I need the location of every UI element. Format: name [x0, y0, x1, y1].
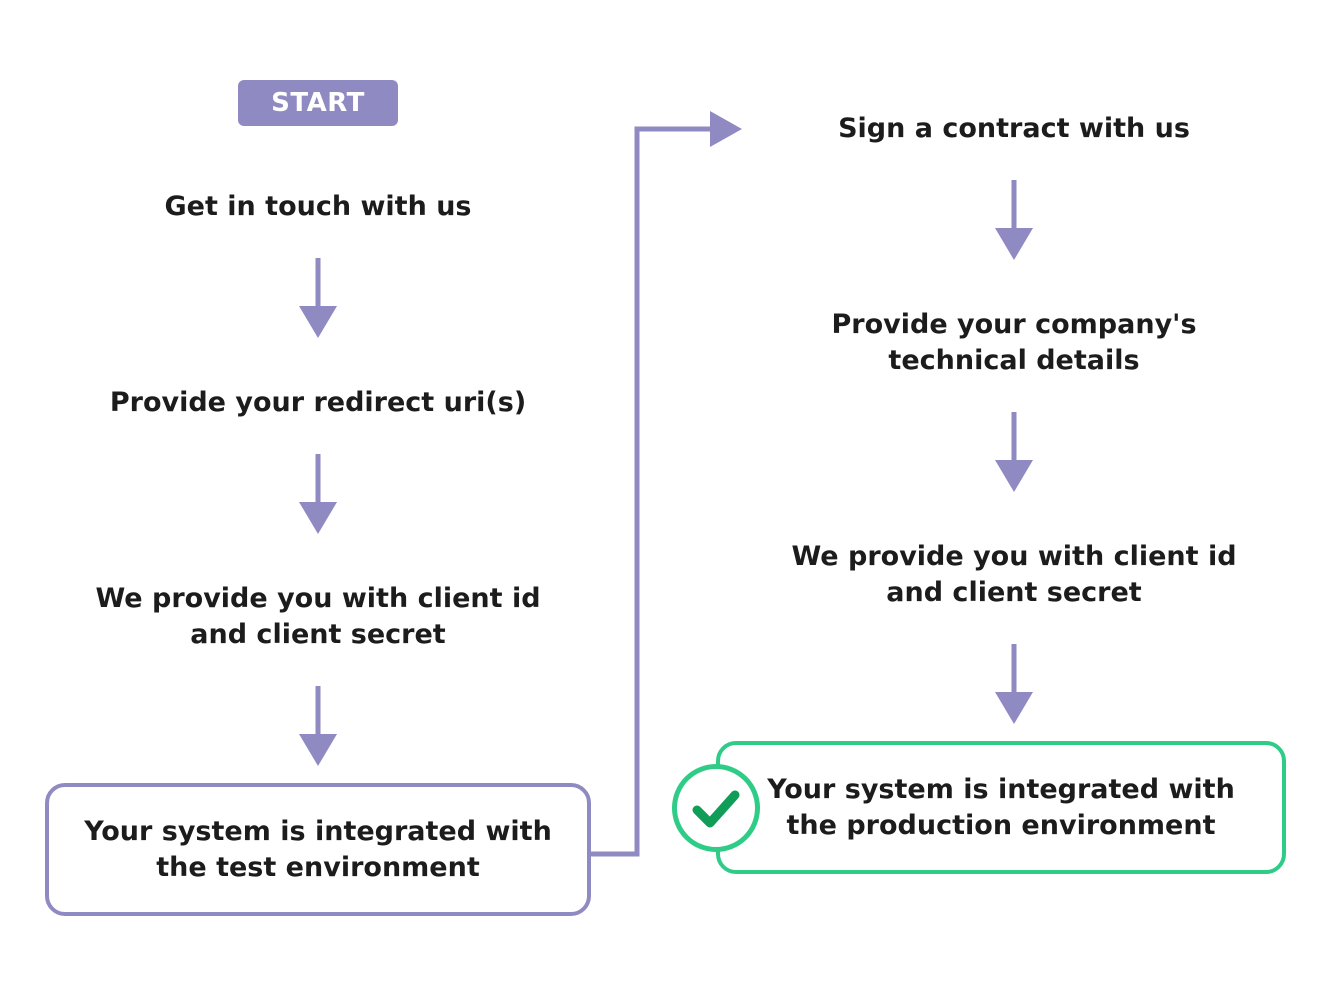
start-badge: START — [238, 80, 398, 126]
step-client-credentials-test: We provide you with client id and client… — [95, 581, 540, 653]
down-arrow-icon — [299, 454, 337, 534]
box-line: Your system is integrated with — [767, 773, 1235, 805]
box-line: Your system is integrated with — [84, 815, 552, 847]
down-arrow-icon — [995, 412, 1033, 492]
production-environment-box: Your system is integrated with the produ… — [716, 741, 1286, 874]
step-line: and client secret — [886, 577, 1142, 608]
test-environment-box: Your system is integrated with the test … — [45, 783, 591, 916]
step-line: Provide your company's — [831, 309, 1197, 340]
step-sign-contract: Sign a contract with us — [838, 111, 1190, 147]
step-line: and client secret — [190, 619, 446, 650]
step-line: Provide your redirect uri(s) — [109, 387, 527, 418]
box-line: the test environment — [156, 851, 480, 883]
down-arrow-icon — [995, 644, 1033, 724]
step-get-in-touch: Get in touch with us — [165, 189, 472, 225]
step-client-credentials-prod: We provide you with client id and client… — [791, 539, 1236, 611]
down-arrow-icon — [995, 180, 1033, 260]
step-line: We provide you with client id — [95, 583, 541, 614]
elbow-arrow-icon — [591, 111, 742, 857]
step-line: Sign a contract with us — [838, 113, 1190, 144]
down-arrow-icon — [299, 258, 337, 338]
check-badge — [672, 764, 760, 852]
step-technical-details: Provide your company's technical details — [831, 307, 1196, 379]
box-line: the production environment — [786, 809, 1216, 841]
step-line: technical details — [888, 345, 1140, 376]
step-redirect-uris: Provide your redirect uri(s) — [110, 385, 526, 421]
check-icon — [692, 790, 740, 828]
step-line: We provide you with client id — [791, 541, 1237, 572]
step-line: Get in touch with us — [164, 191, 472, 222]
down-arrow-icon — [299, 686, 337, 766]
